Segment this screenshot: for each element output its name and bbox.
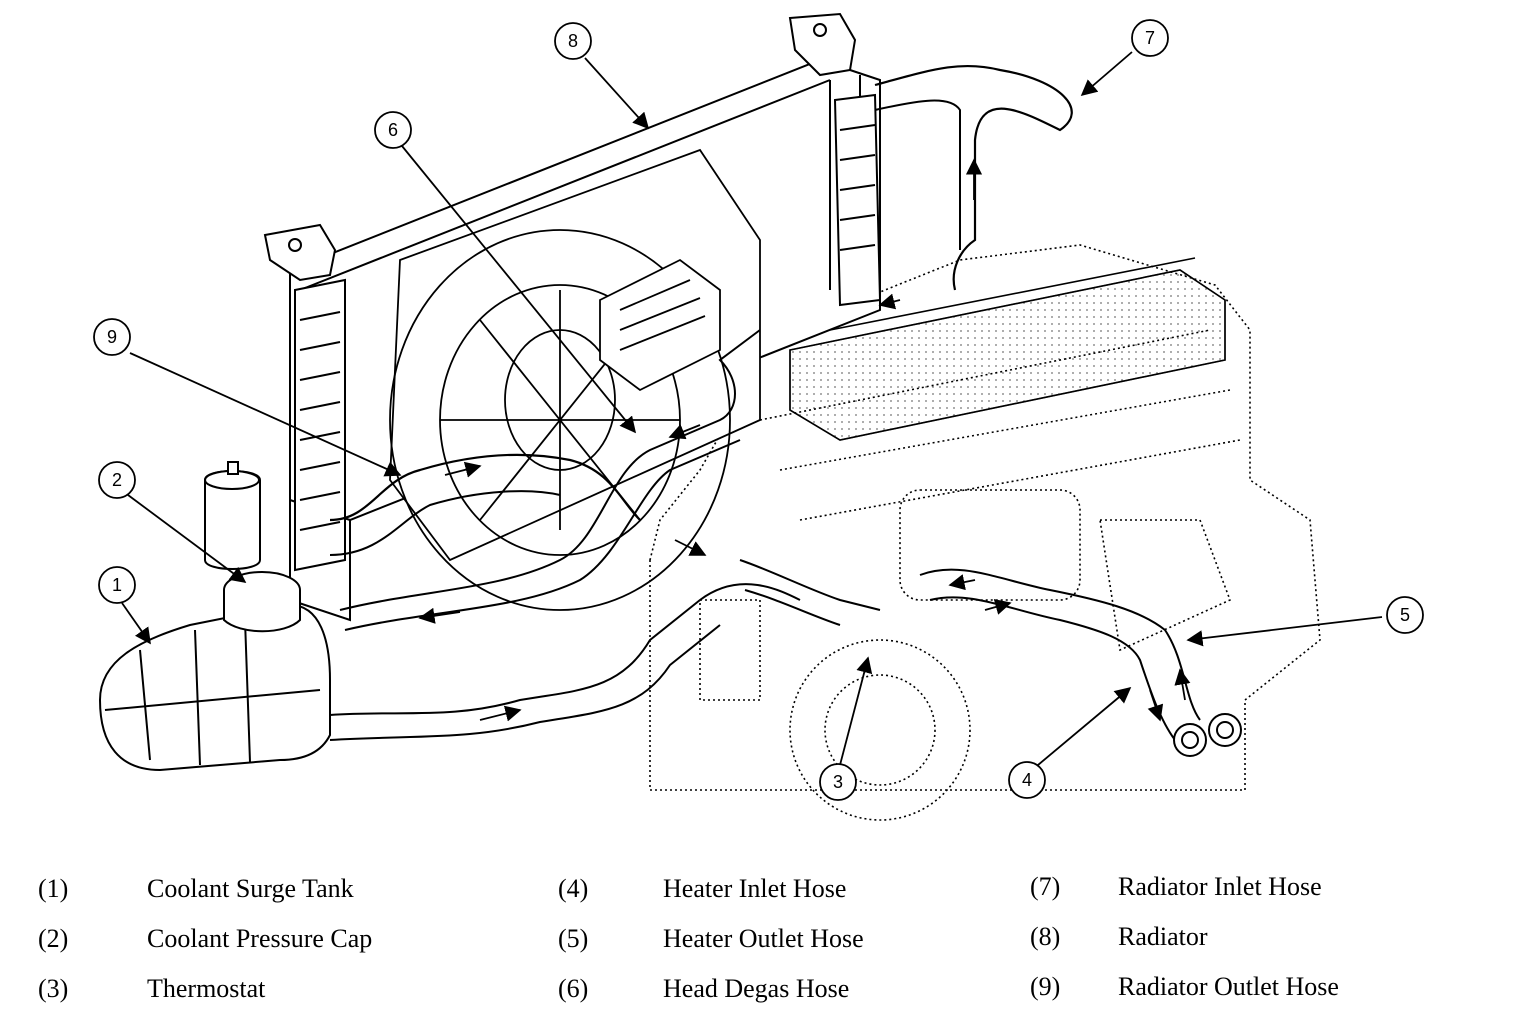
legend-number-1: (1): [38, 874, 69, 903]
legend-number-2: (2): [38, 924, 69, 953]
callout-circle-5: [1386, 596, 1424, 634]
legend-number-8: (8): [1030, 922, 1061, 951]
callout-circle-8: [554, 22, 592, 60]
callout-number-2: 2: [112, 470, 122, 490]
leader-8: [584, 57, 650, 130]
legend-label-6: Head Degas Hose: [663, 974, 850, 1003]
legend-number-6: (6): [558, 974, 589, 1003]
callout-number-9: 9: [107, 327, 117, 347]
legend-number-4: (4): [558, 874, 589, 903]
leader-9: [129, 352, 402, 477]
callout-circle-3: [819, 763, 857, 801]
legend-label-1: Coolant Surge Tank: [147, 874, 354, 903]
heater-inlet-hose: [929, 596, 1176, 741]
cooling-system-diagram: 1 2 3 4 5 6 7 8 9: [93, 12, 1424, 821]
leader-2: [127, 494, 247, 583]
callout-number-8: 8: [568, 31, 578, 51]
radiator-inlet-hose: [874, 64, 1073, 291]
callout-circle-4: [1008, 761, 1046, 799]
callout-numbers: 1 2 3 4 5 6 7 8 9: [107, 28, 1410, 792]
callout-circle-2: [98, 461, 136, 499]
leader-1: [121, 602, 151, 645]
legend-number-7: (7): [1030, 872, 1061, 901]
callout-number-1: 1: [112, 575, 122, 595]
callout-circle-1: [98, 566, 136, 604]
callout-leaders: [121, 51, 1383, 766]
leader-6: [401, 145, 637, 434]
heater-connectors: [1173, 713, 1242, 757]
callout-number-5: 5: [1400, 605, 1410, 625]
callout-number-4: 4: [1022, 770, 1032, 790]
coolant-surge-tank: [98, 461, 331, 772]
leader-4: [1037, 686, 1132, 766]
heater-outlet-hose: [919, 568, 1201, 721]
flow-arrows: [418, 158, 1191, 722]
callout-number-6: 6: [388, 120, 398, 140]
leader-3: [839, 656, 873, 766]
callout-circle-7: [1131, 19, 1169, 57]
callout-number-7: 7: [1145, 28, 1155, 48]
legend-label-8: Radiator: [1118, 922, 1208, 951]
legend-number-3: (3): [38, 974, 69, 1003]
legend-label-7: Radiator Inlet Hose: [1118, 872, 1322, 901]
callout-number-3: 3: [833, 772, 843, 792]
leader-7: [1080, 51, 1133, 97]
leader-5: [1186, 616, 1383, 647]
legend-label-4: Heater Inlet Hose: [663, 874, 847, 903]
callouts: [93, 19, 1424, 801]
head-degas-hose: [339, 329, 761, 611]
callout-circle-9: [93, 318, 131, 356]
legend-label-3: Thermostat: [147, 974, 266, 1003]
callout-circle-6: [374, 111, 412, 149]
legend-label-2: Coolant Pressure Cap: [147, 924, 373, 953]
legend-label-5: Heater Outlet Hose: [663, 924, 864, 953]
legend-label-9: Radiator Outlet Hose: [1118, 972, 1339, 1001]
legend-number-5: (5): [558, 924, 589, 953]
radiator-outlet-hose: [329, 453, 641, 522]
legend-number-9: (9): [1030, 972, 1061, 1001]
parts-legend: (1) Coolant Surge Tank (2) Coolant Press…: [0, 860, 1536, 1020]
valve-cover: [789, 257, 1226, 441]
